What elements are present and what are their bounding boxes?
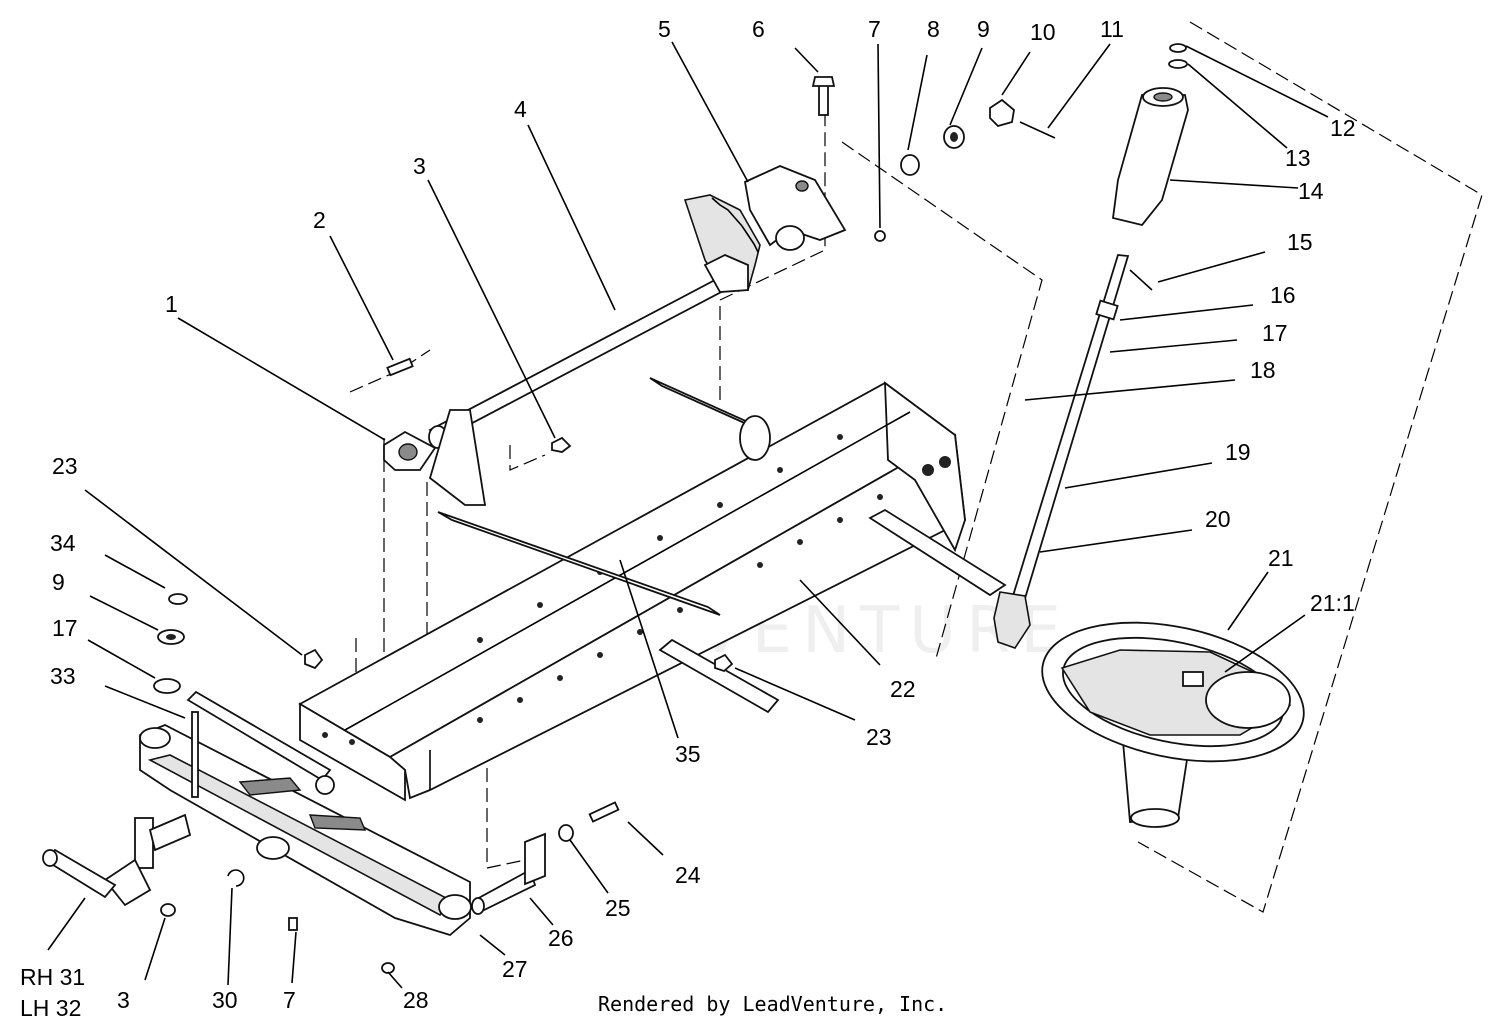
callout-23-left: 23 bbox=[52, 453, 78, 479]
callout-20: 20 bbox=[1205, 506, 1231, 532]
front-axle bbox=[42, 593, 472, 974]
callout-lh-32: LH 32 bbox=[20, 995, 81, 1021]
callout-25: 25 bbox=[605, 895, 631, 921]
callout-2: 2 bbox=[313, 207, 326, 233]
sector-shaft bbox=[428, 194, 761, 506]
callout-24: 24 bbox=[675, 862, 701, 888]
callout-34: 34 bbox=[50, 530, 76, 556]
callout-16: 16 bbox=[1270, 282, 1296, 308]
leader-lines bbox=[47, 41, 1329, 989]
callout-22: 22 bbox=[890, 676, 916, 702]
callout-27: 27 bbox=[502, 956, 528, 982]
callout-8: 8 bbox=[927, 16, 940, 42]
callout-21: 21 bbox=[1268, 545, 1294, 571]
callout-19: 19 bbox=[1225, 439, 1251, 465]
callout-33: 33 bbox=[50, 663, 76, 689]
steering-wheel bbox=[1041, 621, 1305, 828]
callout-15: 15 bbox=[1287, 229, 1313, 255]
callout-21-1: 21:1 bbox=[1310, 590, 1355, 616]
callout-10: 10 bbox=[1030, 19, 1056, 45]
footer-credit: Rendered by LeadVenture, Inc. bbox=[598, 992, 948, 1016]
callout-14: 14 bbox=[1298, 178, 1324, 204]
callout-1: 1 bbox=[165, 291, 178, 317]
callout-11: 11 bbox=[1100, 16, 1124, 42]
callout-17-left: 17 bbox=[52, 615, 78, 641]
callout-13: 13 bbox=[1285, 145, 1311, 171]
pivot-bracket bbox=[471, 801, 620, 915]
callout-17: 17 bbox=[1262, 320, 1288, 346]
mount-flange bbox=[304, 357, 734, 673]
callout-23-right: 23 bbox=[866, 724, 892, 750]
callout-7-bottom: 7 bbox=[283, 987, 296, 1013]
callout-26: 26 bbox=[548, 925, 574, 951]
main-frame bbox=[298, 377, 1007, 802]
callout-3: 3 bbox=[413, 153, 426, 179]
frame-holes bbox=[322, 434, 951, 745]
callout-28: 28 bbox=[403, 987, 429, 1013]
hardware-top bbox=[811, 76, 1056, 242]
callout-9: 9 bbox=[977, 16, 990, 42]
callout-4: 4 bbox=[514, 96, 527, 122]
steering-bracket bbox=[743, 165, 847, 251]
steering-column bbox=[993, 43, 1189, 649]
callout-9-left: 9 bbox=[52, 569, 65, 595]
callout-7: 7 bbox=[868, 16, 881, 42]
callout-30: 30 bbox=[212, 987, 238, 1013]
callout-5: 5 bbox=[658, 16, 671, 42]
callout-6: 6 bbox=[752, 16, 765, 42]
callout-3-bottom: 3 bbox=[117, 987, 130, 1013]
callout-35: 35 bbox=[675, 741, 701, 767]
callout-rh-31: RH 31 bbox=[20, 964, 85, 990]
callout-labels: 1 2 3 4 5 6 7 8 9 10 11 12 13 14 15 16 1… bbox=[20, 16, 1356, 1021]
callout-12: 12 bbox=[1330, 115, 1356, 141]
callout-18: 18 bbox=[1250, 357, 1276, 383]
